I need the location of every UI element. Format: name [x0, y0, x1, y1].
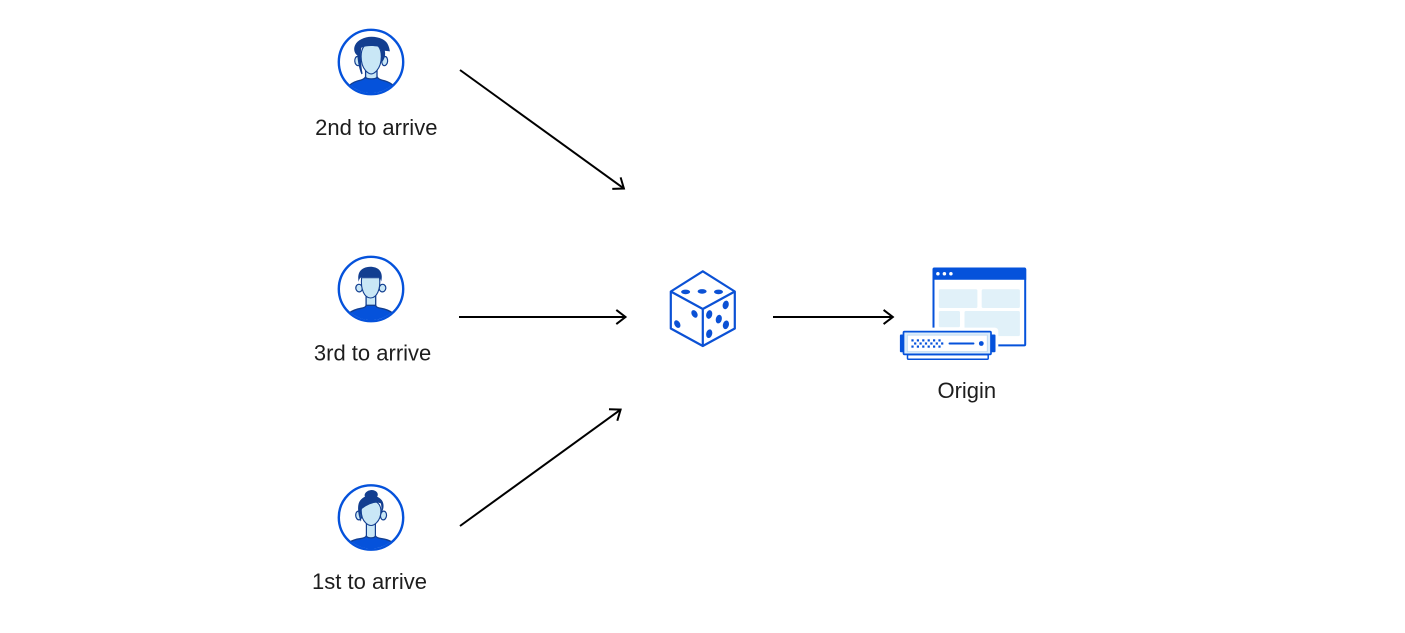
svg-text:3rd to arrive: 3rd to arrive [314, 340, 431, 365]
svg-text:Origin: Origin [937, 378, 996, 403]
svg-text:2nd to arrive: 2nd to arrive [315, 115, 437, 140]
svg-text:1st to arrive: 1st to arrive [312, 569, 427, 594]
